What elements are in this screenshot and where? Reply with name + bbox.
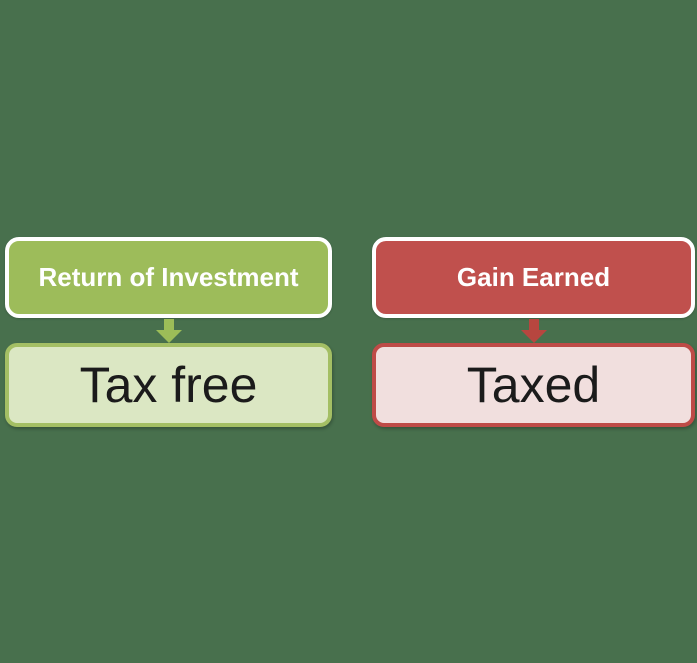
down-arrow-icon <box>520 318 547 343</box>
header-label-gain-earned: Gain Earned <box>456 262 611 292</box>
header-box-return-of-investment: Return of Investment <box>5 237 332 318</box>
header-label-return-of-investment: Return of Investment <box>38 262 299 292</box>
result-label-taxed: Taxed <box>466 357 601 413</box>
header-box-gain-earned: Gain Earned <box>372 237 695 318</box>
column-gain-earned: Gain Earned Taxed <box>372 237 695 427</box>
result-box-taxed: Taxed <box>372 343 695 427</box>
result-label-tax-free: Tax free <box>79 357 258 413</box>
column-return-of-investment: Return of Investment Tax free <box>5 237 332 427</box>
result-box-tax-free: Tax free <box>5 343 332 427</box>
down-arrow-icon <box>155 318 182 343</box>
